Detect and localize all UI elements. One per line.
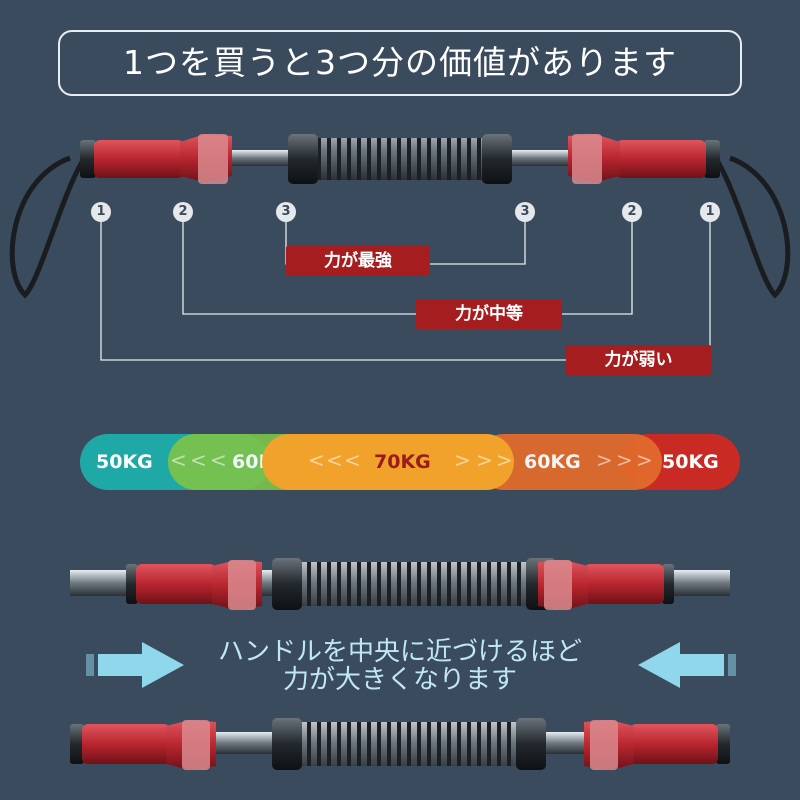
connector-lines — [100, 222, 711, 361]
scale-chevron: < — [308, 448, 325, 472]
marker-3-right: 3 — [515, 202, 535, 222]
scale-chevron: < — [190, 448, 207, 472]
scale-chevron: < — [344, 448, 361, 472]
arm-bar-middle — [70, 558, 730, 610]
arrow-right-icon — [86, 642, 184, 688]
marker-1-left: 1 — [91, 202, 111, 222]
title-banner: 1つを買うと3つ分の価値があります — [58, 30, 742, 96]
marker-2-left: 2 — [173, 202, 193, 222]
scale-pill-3: 70KG — [262, 434, 514, 490]
arm-bar-bottom — [70, 718, 730, 770]
label-strongest: 力が最強 — [286, 246, 430, 276]
scale-chevron: > — [616, 448, 633, 472]
scale-chevron: > — [636, 448, 653, 472]
strap-right — [715, 155, 791, 299]
caption-line-1: ハンドルを中央に近づけるほど — [217, 637, 582, 667]
strap-left — [9, 155, 85, 299]
marker-2-right: 2 — [622, 202, 642, 222]
scale-chevron: < — [326, 448, 343, 472]
scale-chevron: < — [170, 448, 187, 472]
arm-bar-top — [9, 134, 791, 299]
scale-chevron: > — [454, 448, 471, 472]
caption-line-2: 力が大きくなります — [282, 665, 517, 695]
scale-chevron: > — [596, 448, 613, 472]
scale-chevron: > — [476, 448, 493, 472]
marker-1-right: 1 — [700, 202, 720, 222]
label-weak: 力が弱い — [566, 345, 711, 375]
arrow-left-icon — [638, 642, 736, 688]
label-medium: 力が中等 — [416, 299, 562, 329]
scale-chevron: < — [210, 448, 227, 472]
scale-chevron: > — [496, 448, 513, 472]
marker-3-left: 3 — [276, 202, 296, 222]
